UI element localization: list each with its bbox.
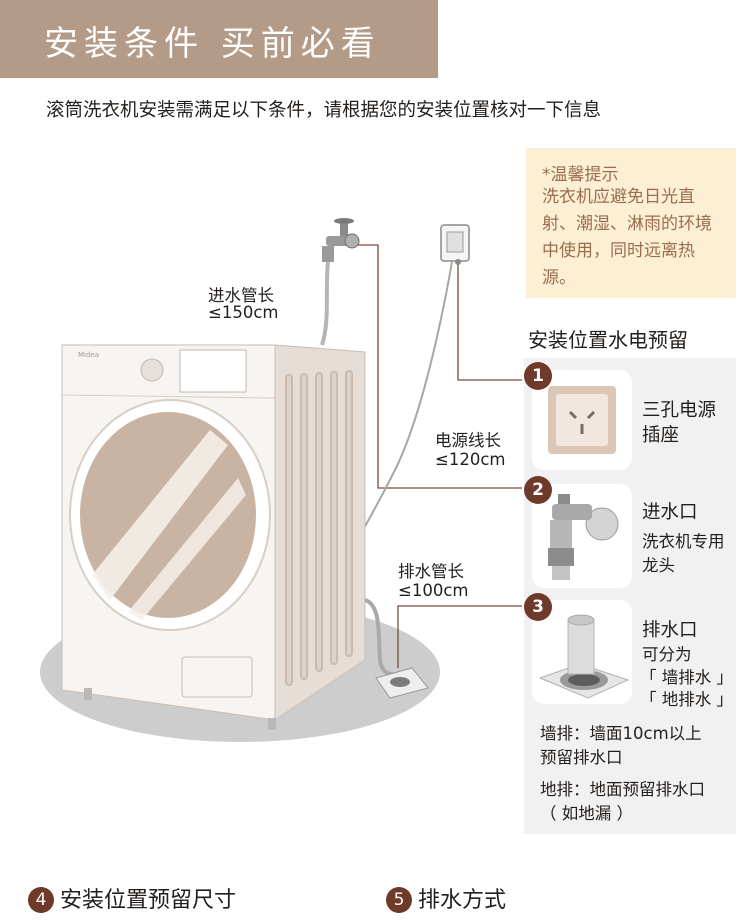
power-cord xyxy=(354,261,453,546)
drain-opt-wall: 「 墙排水 」 xyxy=(640,668,733,687)
faucet-icon xyxy=(548,494,619,580)
banner-title: 安装条件 买前必看 xyxy=(44,24,381,64)
drain-opt-floor: 「 地排水 」 xyxy=(640,690,733,709)
title-banner: 安装条件 买前必看 xyxy=(0,0,438,78)
inlet-hose-name: 进水管长 xyxy=(208,286,274,305)
filter-panel xyxy=(181,656,253,698)
floor-drain-note-1: 地排：地面预留排水口 xyxy=(540,780,705,799)
footer-num-4: 4 xyxy=(28,887,54,913)
num-badge-2: 2 xyxy=(524,476,552,504)
drain-card xyxy=(532,600,632,704)
reserve-title: 安装位置水电预留 xyxy=(528,328,688,352)
socket-card xyxy=(532,370,632,470)
power-cord-name: 电源线长 xyxy=(435,431,501,450)
inlet-sub2: 龙头 xyxy=(642,556,675,575)
control-display xyxy=(179,349,247,393)
control-knob xyxy=(140,358,164,382)
num-badge-3: 3 xyxy=(524,593,552,621)
floor-drain-note-2: （ 如地漏 ） xyxy=(540,804,633,823)
inlet-hose xyxy=(320,261,330,346)
socket-title: 三孔电源 xyxy=(642,400,717,421)
floor-drain-icon xyxy=(538,614,630,699)
water-connector-line xyxy=(355,244,522,489)
footer-label-5: 排水方式 xyxy=(418,888,507,913)
tips-title: *温馨提示 xyxy=(542,165,619,185)
svg-text:Midea: Midea xyxy=(78,351,99,359)
tips-body: 洗衣机应避免日光直射、潮湿、淋雨的环境中使用，同时远离热源。 xyxy=(542,187,712,288)
inlet-hose-length: ≤150cm xyxy=(208,303,279,322)
power-socket-icon xyxy=(548,386,616,454)
wall-drain-note-2: 预留排水口 xyxy=(540,748,623,767)
floor-drain-small-icon xyxy=(375,667,429,699)
intro-text: 滚筒洗衣机安装需满足以下条件，请根据您的安装位置核对一下信息 xyxy=(46,100,602,121)
inlet-title: 进水口 xyxy=(642,502,698,523)
num-badge-1: 1 xyxy=(524,362,552,390)
footer-num-5: 5 xyxy=(386,887,412,913)
inlet-sub: 洗衣机专用 xyxy=(642,532,725,551)
power-cord-length: ≤120cm xyxy=(435,450,506,469)
socket-title2: 插座 xyxy=(642,425,680,446)
drain-title: 排水口 xyxy=(642,620,698,641)
inlet-card xyxy=(532,484,632,588)
drain-hose-name: 排水管长 xyxy=(398,562,464,581)
tips-box: *温馨提示 洗衣机应避免日光直射、潮湿、淋雨的环境中使用，同时远离热源。 xyxy=(526,148,736,298)
drain-connector-line xyxy=(397,605,522,668)
wall-drain-note-1: 墙排：墙面10cm以上 xyxy=(540,724,702,743)
drain-sub: 可分为 xyxy=(642,645,692,664)
faucet-icon xyxy=(322,218,360,262)
power-connector-line xyxy=(457,262,522,381)
drain-hose-length: ≤100cm xyxy=(398,581,469,600)
footer-label-4: 安装位置预留尺寸 xyxy=(60,888,237,913)
